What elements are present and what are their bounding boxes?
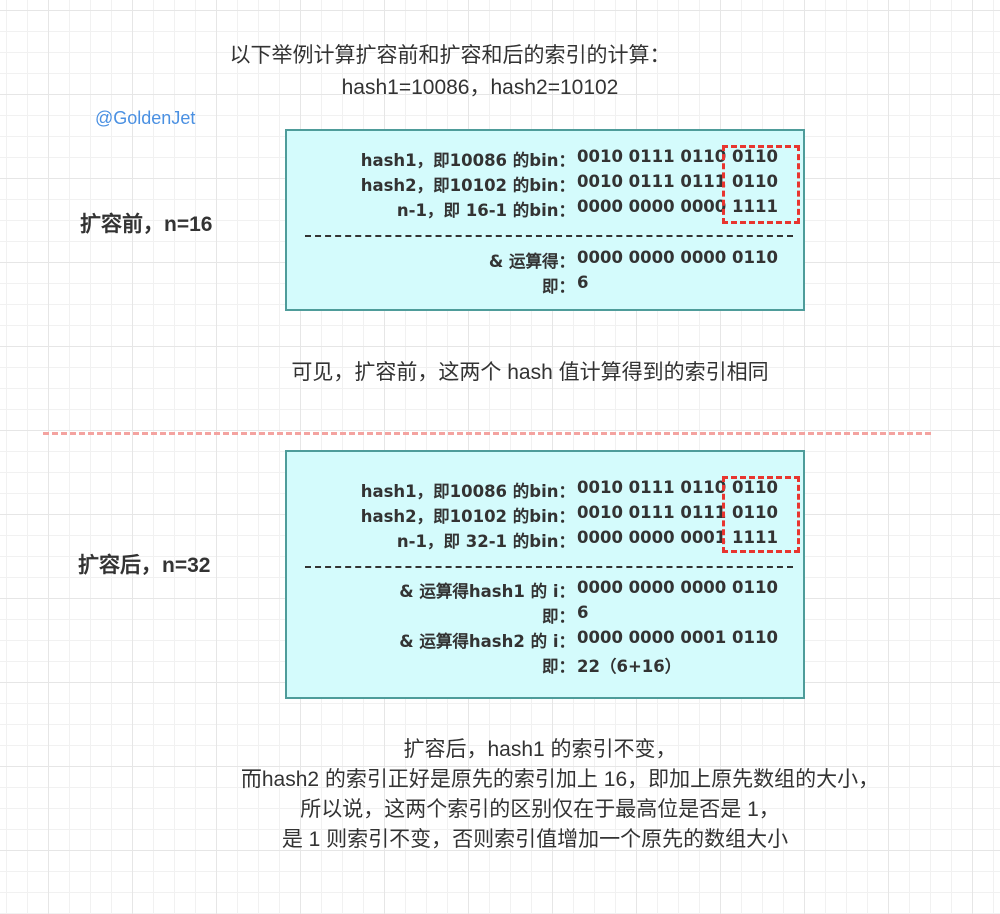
before-caption: 可见，扩容前，这两个 hash 值计算得到的索引相同 <box>291 361 769 384</box>
after-row-hash1: hash1，即10086 的bin： 0010 0111 0110 0110 <box>287 478 807 503</box>
after-row-hash2: hash2，即10102 的bin： 0010 0111 0111 0110 <box>287 503 807 528</box>
row-label: 即： <box>542 657 575 676</box>
before-row-mask: n-1，即 16-1 的bin： 0000 0000 0000 1111 <box>287 197 807 222</box>
before-row-hash2: hash2，即10102 的bin： 0010 0111 0111 0110 <box>287 172 807 197</box>
before-row-hash1: hash1，即10086 的bin： 0010 0111 0110 0110 <box>287 147 807 172</box>
row-value: 0000 0000 0000 0110 <box>577 578 778 597</box>
conclusion: 扩容后，hash1 的索引不变， 而hash2 的索引正好是原先的索引加上 16… <box>130 735 990 855</box>
row-value: 0000 0000 0001 1111 <box>577 528 778 547</box>
highlight-box <box>722 145 800 224</box>
after-row-hash2-index: 即： 22（6+16） <box>287 653 807 678</box>
after-box: hash1，即10086 的bin： 0010 0111 0110 0110 h… <box>285 450 805 699</box>
row-value: 0000 0000 0000 0110 <box>577 248 778 267</box>
row-label: n-1，即 32-1 的bin： <box>396 532 575 551</box>
row-value: 0000 0000 0000 1111 <box>577 197 778 216</box>
row-label: hash2，即10102 的bin： <box>360 176 575 195</box>
before-row-and-result: & 运算得： 0000 0000 0000 0110 <box>287 248 807 273</box>
after-label: 扩容后，n=32 <box>78 554 211 577</box>
dashed-divider <box>305 235 793 237</box>
title-line-2: hash1=10086，hash2=10102 <box>341 76 619 99</box>
row-label: & 运算得： <box>488 252 575 271</box>
section-separator <box>43 432 931 435</box>
row-label: 即： <box>542 277 575 296</box>
conclusion-line-4: 是 1 则索引不变，否则索引值增加一个原先的数组大小 <box>281 828 789 851</box>
row-value: 6 <box>577 273 589 292</box>
conclusion-line-2: 而hash2 的索引正好是原先的索引加上 16，即加上原先数组的大小， <box>240 768 880 791</box>
row-value: 22（6+16） <box>577 657 682 676</box>
row-label: hash2，即10102 的bin： <box>360 507 575 526</box>
after-row-hash1-index: 即： 6 <box>287 603 807 628</box>
before-box: hash1，即10086 的bin： 0010 0111 0110 0110 h… <box>285 129 805 311</box>
row-label: hash1，即10086 的bin： <box>360 482 575 501</box>
before-row-index: 即： 6 <box>287 273 807 298</box>
watermark: @GoldenJet <box>95 108 196 128</box>
row-value: 0000 0000 0001 0110 <box>577 628 778 647</box>
row-value: 0010 0111 0110 0110 <box>577 147 778 166</box>
conclusion-line-3: 所以说，这两个索引的区别仅在于最高位是否是 1， <box>300 798 780 821</box>
row-value: 0010 0111 0111 0110 <box>577 172 778 191</box>
dashed-divider <box>305 566 793 568</box>
conclusion-line-1: 扩容后，hash1 的索引不变， <box>403 738 677 761</box>
after-row-hash1-result: & 运算得hash1 的 i： 0000 0000 0000 0110 <box>287 578 807 603</box>
before-label: 扩容前，n=16 <box>80 213 213 236</box>
diagram-title: 以下举例计算扩容前和扩容和后的索引的计算： hash1=10086，hash2=… <box>0 40 900 104</box>
row-value: 0010 0111 0111 0110 <box>577 503 778 522</box>
after-row-hash2-result: & 运算得hash2 的 i： 0000 0000 0001 0110 <box>287 628 807 653</box>
row-label: & 运算得hash1 的 i： <box>399 582 575 601</box>
row-value: 0010 0111 0110 0110 <box>577 478 778 497</box>
row-label: & 运算得hash2 的 i： <box>399 632 575 651</box>
title-line-1: 以下举例计算扩容前和扩容和后的索引的计算： <box>229 44 671 67</box>
row-label: n-1，即 16-1 的bin： <box>396 201 575 220</box>
after-row-mask: n-1，即 32-1 的bin： 0000 0000 0001 1111 <box>287 528 807 553</box>
highlight-box <box>722 476 800 553</box>
row-label: 即： <box>542 607 575 626</box>
row-value: 6 <box>577 603 589 622</box>
row-label: hash1，即10086 的bin： <box>360 151 575 170</box>
